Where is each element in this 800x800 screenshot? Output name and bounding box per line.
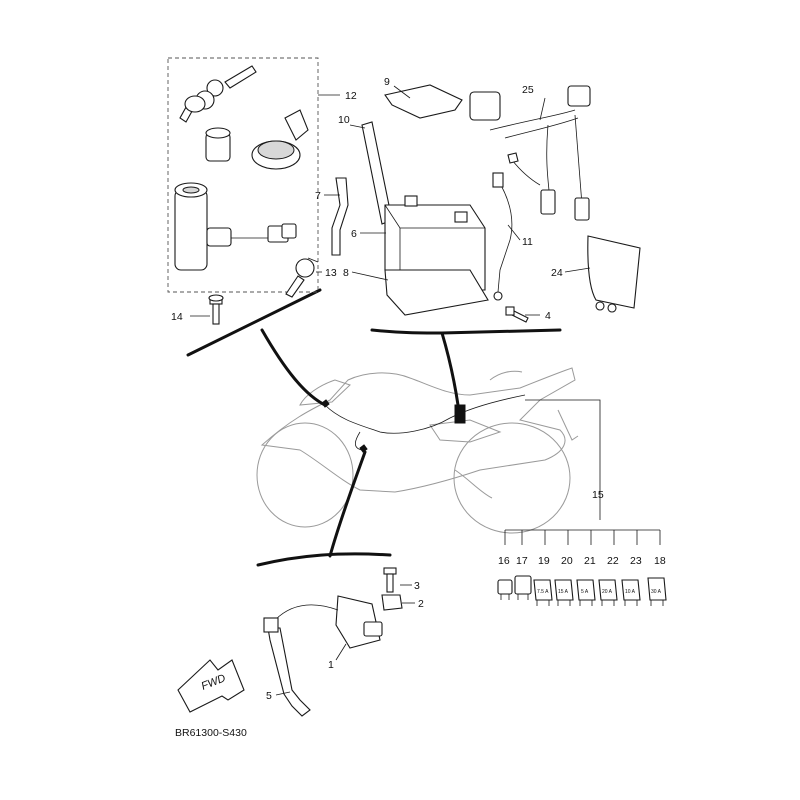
fuse-20: 15 A: [554, 579, 574, 606]
svg-text:15 A: 15 A: [558, 589, 569, 595]
fuse-relay-group: 7.5 A 15 A 5 A 20 A 10 A 30 A: [497, 399, 667, 606]
callout-15: 15: [592, 489, 604, 501]
callout-14: 14: [171, 311, 183, 323]
callout-25: 25: [522, 84, 534, 96]
callout-17: 17: [516, 555, 528, 567]
fuse-21: 5 A: [576, 579, 596, 606]
fuse-22: 20 A: [598, 579, 618, 606]
svg-text:5 A: 5 A: [581, 589, 589, 595]
battery-group: [331, 84, 641, 323]
callout-8: 8: [343, 267, 349, 279]
fuse-box-marker: [454, 404, 466, 424]
callout-5: 5: [266, 690, 272, 702]
callout-7: 7: [315, 190, 321, 202]
svg-text:30 A: 30 A: [651, 589, 662, 595]
callout-9: 9: [384, 76, 390, 88]
callout-21: 21: [584, 555, 596, 567]
svg-text:10 A: 10 A: [625, 589, 636, 595]
callout-23: 23: [630, 555, 642, 567]
key-set-group: [167, 57, 319, 293]
fwd-arrow-icon: FWD: [177, 659, 245, 713]
callout-6: 6: [351, 228, 357, 240]
fuse-23: 10 A: [621, 579, 641, 606]
callout-11: 11: [522, 236, 533, 248]
group-leaders: [186, 288, 562, 567]
callout-22: 22: [607, 555, 619, 567]
callout-numbers: 12 9 10 7 6 8 11 25 24 4 13 14 15 16 17 …: [171, 76, 666, 702]
relay-16: [497, 579, 513, 595]
fuse-19: 7.5 A: [533, 579, 553, 606]
callout-12: 12: [345, 90, 357, 102]
key-part-13: [285, 258, 315, 298]
callout-leaders: [190, 85, 591, 696]
callout-19: 19: [538, 555, 550, 567]
diagram-code: BR61300-S430: [175, 727, 247, 739]
callout-3: 3: [414, 580, 420, 592]
callout-10: 10: [338, 114, 350, 126]
callout-1: 1: [328, 659, 334, 671]
ignition-coil-group: [263, 567, 403, 717]
callout-4: 4: [545, 310, 551, 322]
svg-text:20 A: 20 A: [602, 589, 613, 595]
callout-13: 13: [325, 267, 337, 279]
fuse-18: 30 A: [647, 577, 667, 606]
svg-text:7.5 A: 7.5 A: [537, 589, 549, 595]
callout-18: 18: [654, 555, 666, 567]
bolt-part-14: [208, 294, 224, 325]
callout-20: 20: [561, 555, 573, 567]
callout-16: 16: [498, 555, 510, 567]
wire-harness: [321, 394, 526, 453]
relay-17: [514, 575, 532, 595]
motorcycle-outline: [256, 367, 579, 534]
callout-24: 24: [551, 267, 563, 279]
callout-2: 2: [418, 598, 424, 610]
